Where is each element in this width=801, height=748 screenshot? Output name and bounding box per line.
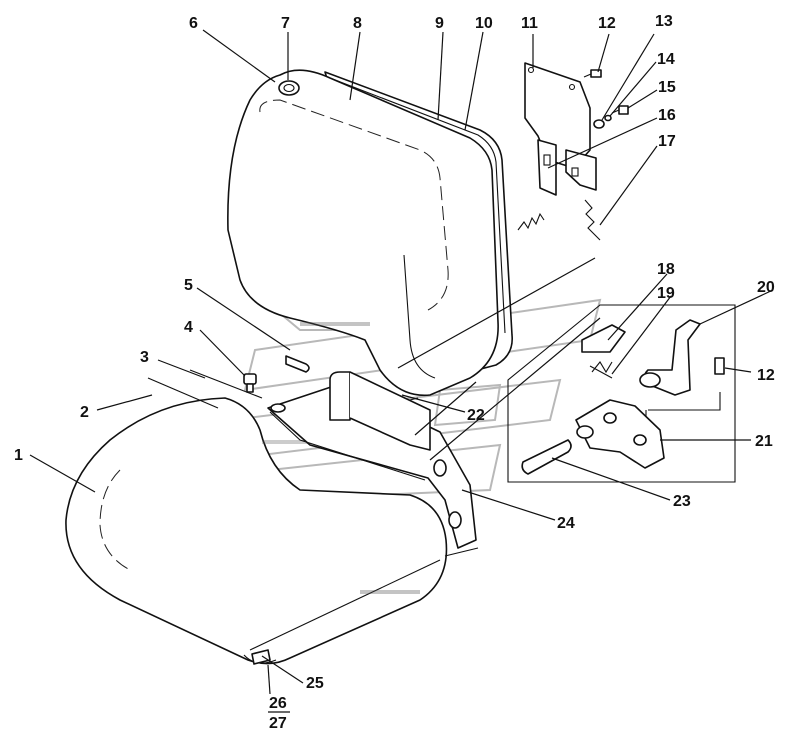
callout-20: 20 [757, 279, 775, 296]
callout-12-right: 12 [757, 367, 775, 384]
callout-13: 13 [655, 13, 673, 30]
callout-15: 15 [658, 79, 676, 96]
callout-10: 10 [475, 15, 493, 32]
backrest [227, 69, 513, 397]
callout-8: 8 [353, 15, 362, 32]
callout-18: 18 [657, 261, 675, 278]
hinge-plate [524, 62, 597, 196]
callout-21: 21 [755, 433, 773, 450]
callout-23: 23 [673, 493, 691, 510]
callout-27: 27 [269, 715, 287, 732]
callout-16: 16 [658, 107, 676, 124]
tension-springs [517, 199, 601, 241]
callout-22: 22 [467, 407, 485, 424]
callout-9: 9 [435, 15, 444, 32]
callout-11: 11 [521, 15, 538, 32]
callout-3: 3 [140, 349, 149, 366]
cushion-spring-rod [147, 369, 263, 409]
callout-12-top: 12 [598, 15, 616, 32]
callout-1: 1 [14, 447, 23, 464]
callout-6: 6 [189, 15, 198, 32]
pin-5 [285, 355, 310, 373]
callout-14: 14 [657, 51, 675, 68]
mechanism-group [507, 304, 736, 483]
callout-17: 17 [658, 133, 676, 150]
callout-2: 2 [80, 404, 89, 421]
callout-labels: 1 2 3 4 5 6 7 8 9 10 11 12 13 14 15 16 1… [14, 13, 775, 732]
callout-26: 26 [269, 695, 287, 712]
washer-14 [604, 114, 612, 122]
callout-25: 25 [306, 675, 324, 692]
leader-lines [29, 29, 774, 713]
callout-7: 7 [281, 15, 290, 32]
callout-19: 19 [657, 285, 675, 302]
washer-13 [593, 119, 605, 129]
seat-frame-bracket [267, 371, 477, 549]
screw-12-top [583, 69, 602, 78]
callout-5: 5 [184, 277, 193, 294]
callout-4: 4 [184, 319, 193, 336]
clip-25 [251, 649, 271, 665]
bolt-4 [243, 373, 257, 393]
callout-24: 24 [557, 515, 575, 532]
